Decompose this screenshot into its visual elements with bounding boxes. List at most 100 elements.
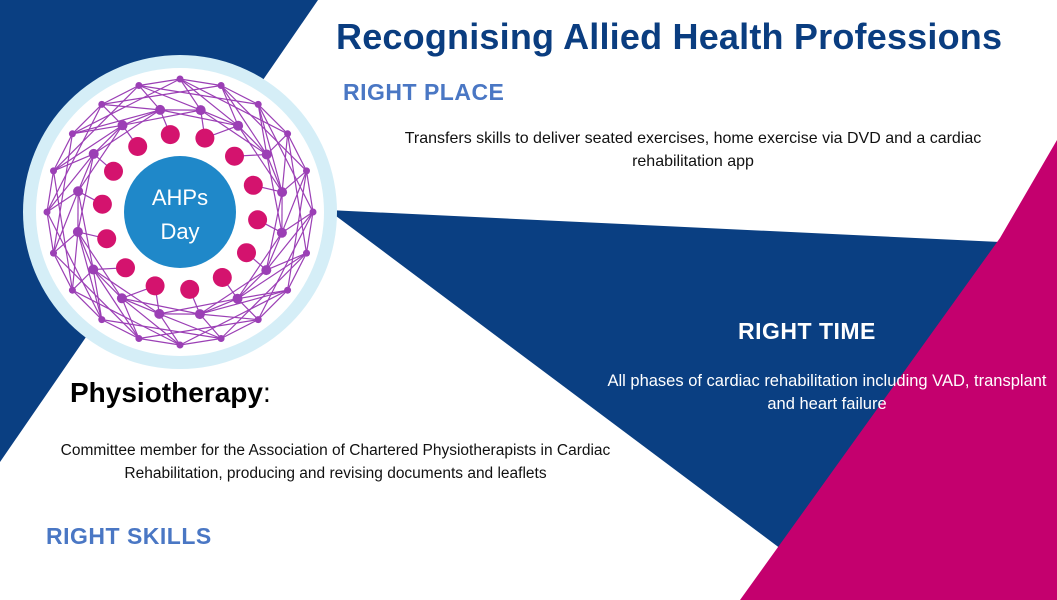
network-line (237, 125, 268, 155)
network-line (237, 252, 307, 300)
network-line (52, 191, 79, 254)
network-line (199, 289, 288, 315)
network-node (50, 249, 57, 257)
network-line (257, 289, 289, 321)
network-line (159, 298, 238, 315)
inner-node (180, 279, 200, 299)
network-line (53, 231, 79, 254)
logo-center-gear (124, 156, 236, 268)
network-line (77, 153, 95, 233)
network-line (53, 153, 94, 172)
network-node (68, 130, 76, 138)
physiotherapy-label: Physiotherapy (70, 377, 263, 408)
network-line (257, 104, 268, 155)
network-node (72, 226, 83, 237)
network-line (101, 84, 140, 105)
network-line (72, 109, 161, 135)
network-node (98, 316, 106, 324)
network-node (233, 120, 244, 131)
network-node (284, 286, 292, 294)
inner-node (92, 194, 112, 214)
physiotherapy-colon: : (262, 377, 271, 408)
network-line (237, 289, 288, 300)
network-line (199, 313, 222, 339)
network-line (179, 337, 222, 346)
network-line (77, 124, 123, 192)
network-line (71, 103, 103, 135)
network-node (135, 82, 143, 89)
network-line (287, 133, 308, 172)
network-line (159, 313, 222, 340)
inner-node (248, 210, 268, 230)
network-node (254, 316, 262, 324)
network-line (121, 298, 140, 339)
inner-node (145, 276, 165, 296)
network-line (158, 313, 181, 346)
network-line (200, 109, 239, 127)
network-line (122, 109, 161, 126)
network-line (220, 85, 307, 172)
network-line (220, 85, 239, 126)
network-node (155, 104, 166, 115)
inner-node (212, 268, 232, 287)
right-place-description: Transfers skills to deliver seated exerc… (404, 130, 982, 170)
physiotherapy-description: Committee member for the Association of … (60, 442, 611, 482)
network-line (257, 104, 283, 193)
network-line (53, 85, 140, 172)
network-line (265, 232, 283, 271)
right-place-heading: RIGHT PLACE (343, 79, 505, 105)
network-node (116, 293, 127, 304)
network-line (121, 297, 160, 315)
network-node (176, 341, 184, 349)
inner-node (116, 258, 135, 278)
inner-node (104, 161, 123, 181)
right-time-description: All phases of cardiac rehabilitation inc… (607, 372, 1047, 413)
network-node (232, 293, 243, 304)
network-line (287, 252, 308, 291)
magenta-right-shape (740, 140, 1057, 600)
network-line (52, 133, 73, 172)
network-line (53, 252, 140, 339)
network-line (138, 337, 181, 346)
inner-node (160, 125, 180, 145)
network-line (179, 78, 288, 135)
network-node (50, 167, 57, 175)
network-line (220, 319, 259, 340)
network-line (93, 124, 123, 155)
network-line (92, 269, 140, 339)
network-line (46, 211, 55, 254)
network-line (101, 319, 222, 340)
network-line (72, 289, 181, 346)
network-node (68, 286, 76, 294)
network-line (266, 252, 307, 271)
inner-node (225, 146, 244, 166)
network-node (194, 309, 205, 320)
network-node (277, 187, 288, 198)
network-line (179, 78, 222, 87)
network-node (261, 149, 272, 160)
network-line (122, 109, 201, 126)
network-line (138, 78, 181, 87)
network-line (220, 252, 307, 339)
network-line (199, 298, 238, 315)
right-time-heading: RIGHT TIME (738, 318, 876, 344)
network-line (121, 297, 181, 346)
network-line (77, 231, 94, 270)
network-line (92, 269, 160, 315)
network-line (287, 170, 308, 291)
network-line (46, 170, 55, 213)
network-line (305, 170, 314, 213)
network-line (46, 190, 79, 213)
network-line (179, 78, 239, 127)
network-line (200, 109, 268, 155)
network-node (88, 264, 99, 275)
slide-title: Recognising Allied Health Professions (336, 16, 1003, 57)
network-line (77, 153, 95, 192)
logo-inner-dots (92, 125, 268, 299)
network-line (121, 297, 201, 315)
network-line (138, 84, 201, 111)
network-node (195, 105, 206, 116)
network-node (217, 335, 225, 342)
inner-node (195, 128, 215, 148)
